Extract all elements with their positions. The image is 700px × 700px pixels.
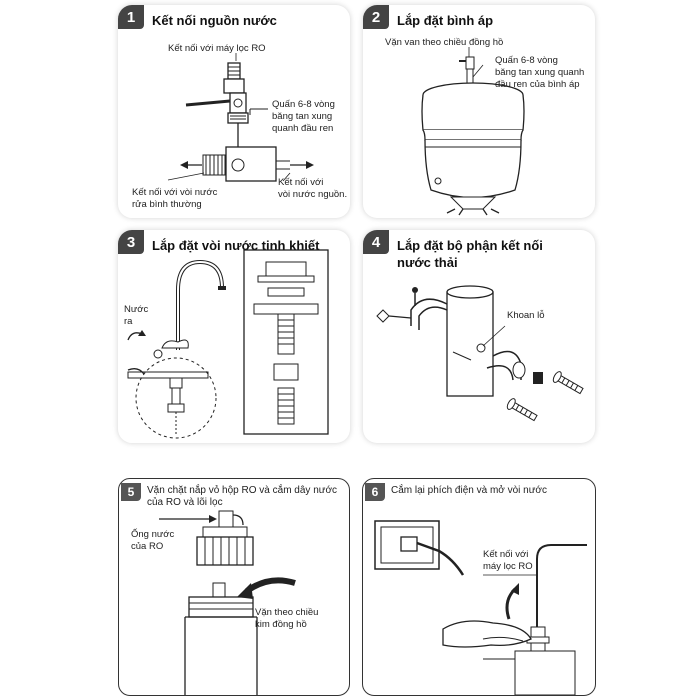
step-1-label-faucet-2: rửa bình thường	[132, 199, 202, 210]
step-3-title: Lắp đặt vòi nước tinh khiết	[152, 238, 320, 253]
step-2-panel: 2 Lắp đặt bình áp Vặn van theo chiều đồn…	[363, 5, 595, 218]
step-6-number: 6	[365, 483, 385, 501]
step-1-label-tape-3: quanh đầu ren	[272, 123, 334, 134]
step-2-title: Lắp đặt bình áp	[397, 13, 494, 28]
step-5-number: 5	[121, 483, 141, 501]
step-4-title-2: nước thải	[397, 255, 458, 270]
drain-saddle-illustration	[376, 285, 584, 422]
step-2-number: 2	[363, 5, 389, 29]
pressure-tank-illustration	[421, 47, 525, 216]
step-5-title-2: của RO và lõi lọc	[147, 497, 223, 508]
water-source-connector-illustration	[167, 53, 314, 182]
step-3-panel: 3 Lắp đặt vòi nước tinh khiết Nước ra	[118, 230, 350, 443]
step-3-label-water-1: Nước	[124, 304, 149, 315]
step-6-label-connect-1: Kết nối với	[483, 549, 529, 560]
step-4-label-drill: Khoan lỗ	[507, 310, 545, 321]
step-2-label-tape-3: đầu ren của bình áp	[495, 79, 580, 90]
step-1-panel: 1 Kết nối nguồn nước	[118, 5, 350, 218]
step-1-label-tape-2: băng tan xung	[272, 111, 333, 122]
step-4-number: 4	[363, 230, 389, 254]
step-3-label-water-2: ra	[124, 316, 133, 327]
step-4-title-1: Lắp đặt bộ phận kết nối	[397, 238, 543, 253]
step-5-label-turn-1: Vặn theo chiều	[255, 607, 319, 618]
step-5-label-pipe-1: Ống nước	[131, 529, 175, 540]
step-6-label-connect-2: máy lọc RO	[483, 561, 533, 572]
pure-water-faucet-illustration	[127, 249, 329, 439]
step-5-panel: 5 Vặn chặt nắp vỏ hộp RO và cắm dây nước…	[118, 478, 350, 696]
step-1-label-source-2: vòi nước nguồn.	[278, 189, 348, 200]
step-5-title-1: Vặn chặt nắp vỏ hộp RO và cắm dây nước	[147, 485, 338, 496]
step-1-title: Kết nối nguồn nước	[152, 13, 277, 28]
step-6-panel: 6 Cắm lại phích điện và mở vòi nước Kết …	[362, 478, 596, 696]
ro-housing-cap-illustration	[159, 510, 296, 695]
step-1-label-ro-connect: Kết nối với máy lọc RO	[168, 43, 266, 54]
step-2-label-tape-1: Quấn 6-8 vòng	[495, 55, 558, 66]
step-1-label-faucet-1: Kết nối với vòi nước	[132, 187, 218, 198]
step-1-number: 1	[118, 5, 144, 29]
step-1-label-source-1: Kết nối với	[278, 177, 324, 188]
step-2-label-valve: Vặn van theo chiều đồng hồ	[385, 37, 504, 48]
step-1-label-tape-1: Quấn 6-8 vòng	[272, 99, 335, 110]
step-3-number: 3	[118, 230, 144, 254]
step-2-label-tape-2: băng tan xung quanh	[495, 67, 585, 78]
step-5-label-pipe-2: của RO	[131, 541, 164, 552]
step-5-label-turn-2: kim đồng hồ	[255, 619, 307, 630]
step-6-title: Cắm lại phích điện và mở vòi nước	[391, 485, 547, 496]
plug-and-faucet-illustration	[374, 520, 587, 695]
step-4-panel: 4 Lắp đặt bộ phận kết nối nước thải	[363, 230, 595, 443]
